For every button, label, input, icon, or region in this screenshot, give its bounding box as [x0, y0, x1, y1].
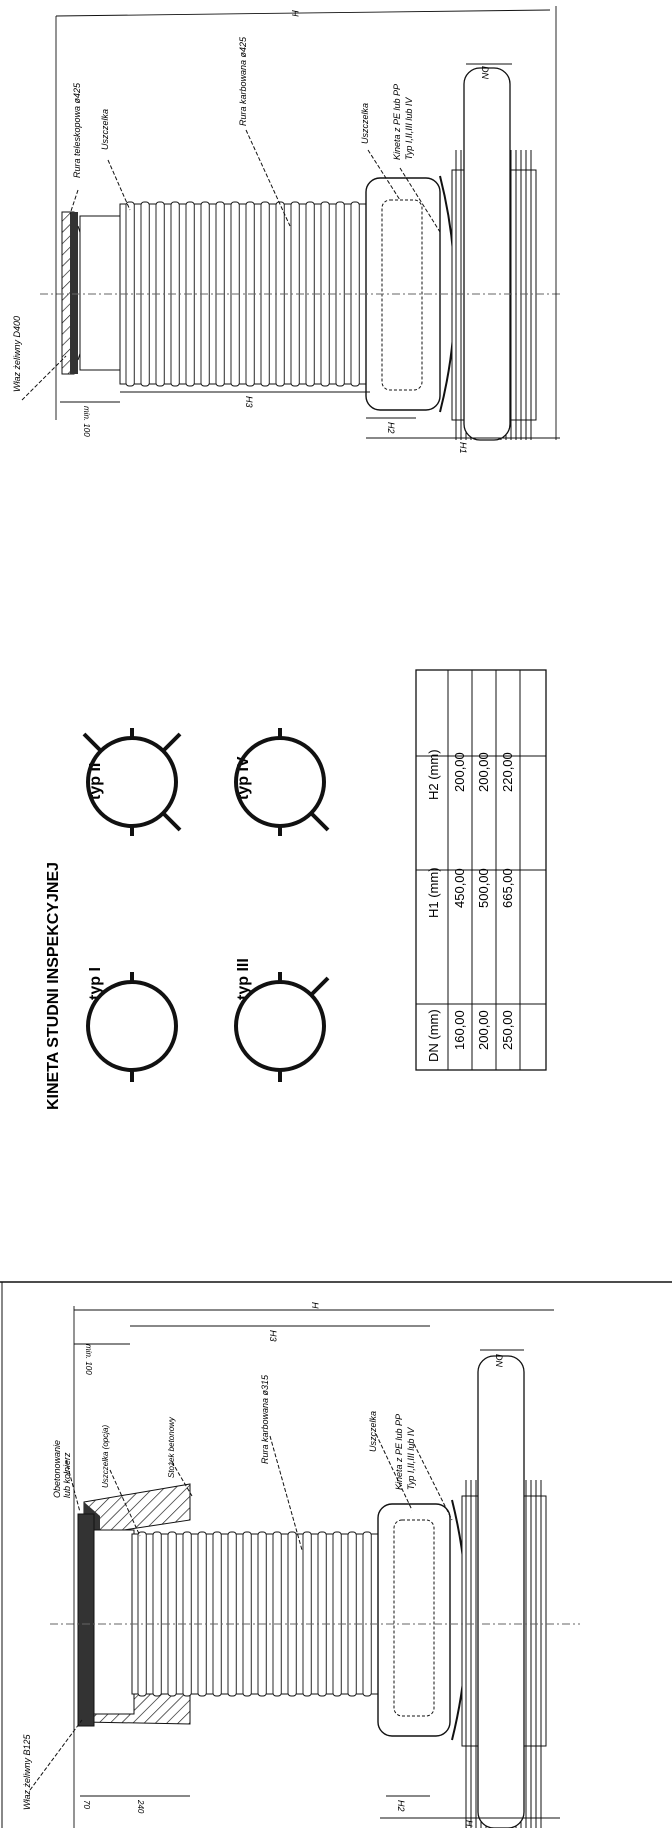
- leader-gasket-opt: [109, 1469, 141, 1537]
- pipe-rib: [362, 1531, 372, 1697]
- label-concrete-1: Obetonowanie: [52, 1440, 62, 1498]
- dim-h-bottom: H: [310, 1302, 320, 1309]
- pipe-rib: [152, 1531, 162, 1697]
- pipe-rib: [167, 1531, 177, 1697]
- table-cell: 200,00: [452, 752, 467, 792]
- dim-h1-top: H1: [458, 442, 468, 454]
- label-gasket-1-top: Uszczelka: [100, 109, 110, 150]
- label-gasket-bottom: Uszczelka: [368, 1411, 378, 1452]
- table-cell: 200,00: [476, 1010, 491, 1050]
- pipe-rib: [302, 1531, 312, 1697]
- kineta-outlet-top: [381, 199, 423, 391]
- kineta-type-2-symbol: [82, 728, 182, 836]
- kineta-type-4-symbol: [234, 728, 330, 836]
- label-concrete-ring: Stożek betonowy: [167, 1416, 176, 1478]
- label-gasket-2-top: Uszczelka: [360, 103, 370, 144]
- pipe-rib: [197, 1531, 207, 1697]
- pipe-end-top: [463, 67, 511, 441]
- leader-kineta-bottom: [413, 1443, 453, 1521]
- table-cell: 250,00: [500, 1010, 515, 1050]
- leader-manhole-top: [21, 355, 67, 401]
- leader-pipe-bottom: [269, 1435, 303, 1551]
- leader-ring: [171, 1461, 193, 1497]
- dimension-table: DN (mm) H1 (mm) H2 (mm) 160,00 450,00 20…: [415, 669, 547, 1071]
- leader-gasket-1-top: [107, 159, 131, 211]
- type-label-1: typ I: [87, 967, 104, 1000]
- table-cell: 450,00: [452, 868, 467, 908]
- kineta-title: KINETA STUDNI INSPEKCYJNEJ: [45, 862, 62, 1110]
- pipe-rib: [287, 1531, 297, 1697]
- type-label-3: typ III: [235, 958, 252, 1000]
- top-section-drawing: Właz żeliwny D400 Rura teleskopowa ø425 …: [12, 6, 560, 454]
- kineta-base-bottom: [377, 1503, 451, 1737]
- dim-dn-bottom: DN: [494, 1354, 504, 1367]
- table-header-h2: H2 (mm): [426, 749, 441, 800]
- pipe-rib: [182, 1531, 192, 1697]
- leader-telescopic: [69, 189, 79, 215]
- pipe-rib: [347, 1531, 357, 1697]
- kineta-type-3-symbol: [234, 972, 330, 1082]
- dim-h3-bottom: H3: [268, 1330, 278, 1342]
- pipe-rib: [212, 1531, 222, 1697]
- pipe-rib: [137, 1531, 147, 1697]
- label-kineta-1-top: Kineta z PE lub PP: [392, 84, 402, 160]
- type-label-2: typ II: [87, 763, 104, 800]
- table-header-h1: H1 (mm): [426, 867, 441, 918]
- label-gasket-optional: Uszczelka (opcja): [101, 1425, 110, 1488]
- pipe-rib: [332, 1531, 342, 1697]
- label-manhole-b125: Właz żeliwny B125: [22, 1733, 32, 1810]
- dim-h-top: H: [290, 10, 300, 17]
- table-cell: 665,00: [500, 868, 515, 908]
- table-cell: 220,00: [500, 752, 515, 792]
- bottom-section-drawing: Właz żeliwny B125 Obetonowanie lub kołni…: [22, 1302, 580, 1832]
- leader-gasket-2-top: [367, 149, 401, 201]
- kineta-type-1-symbol: [86, 972, 178, 1082]
- dim-h1-bottom: H1: [464, 1820, 474, 1828]
- leader-concrete: [65, 1459, 81, 1513]
- dim-min100-bottom: min. 100: [84, 1344, 93, 1375]
- dim-h2-top: H2: [386, 422, 396, 434]
- label-manhole-d400: Właz żeliwny D400: [12, 316, 22, 392]
- label-pipe-425: Rura karbowana ø425: [238, 36, 248, 126]
- pipe-corrugation-bottom: [137, 1531, 372, 1697]
- telescopic-pipe: [79, 215, 123, 371]
- dim-h3-top: H3: [244, 396, 254, 408]
- leader-manhole-bottom: [29, 1719, 83, 1791]
- kineta-outlet-bottom: [393, 1519, 435, 1717]
- dim-line-h-top: [55, 9, 551, 17]
- label-kineta-1-bottom: Kineta z PE lub PP: [394, 1414, 404, 1490]
- table-cell: 160,00: [452, 1010, 467, 1050]
- pipe-rib: [272, 1531, 282, 1697]
- leader-gasket-bottom: [375, 1433, 413, 1511]
- manhole-cover-b125: [77, 1513, 95, 1727]
- leader-kineta-top: [399, 167, 441, 233]
- dim-dn-top: DN: [480, 66, 490, 79]
- label-kineta-2-bottom: Typ I,II,III lub IV: [406, 1427, 416, 1490]
- pipe-rib: [242, 1531, 252, 1697]
- pipe-rib: [257, 1531, 267, 1697]
- kineta-types-section: KINETA STUDNI INSPEKCYJNEJ typ I typ II …: [45, 669, 547, 1110]
- label-concrete-2: lub kołnierz: [62, 1452, 72, 1498]
- dim-h2-bottom: H2: [396, 1800, 406, 1812]
- dim-70: 70: [82, 1800, 91, 1809]
- label-telescopic-pipe: Rura teleskopowa ø425: [72, 82, 82, 178]
- manhole-inner: [93, 1529, 135, 1715]
- table-cell: 200,00: [476, 752, 491, 792]
- label-pipe-315: Rura karbowana ø315: [260, 1374, 270, 1464]
- table-header-dn: DN (mm): [426, 1009, 441, 1062]
- dim-min100-top: min. 100: [82, 406, 91, 437]
- pipe-rib: [227, 1531, 237, 1697]
- pipe-end-bottom: [477, 1355, 525, 1829]
- dim-240: 240: [136, 1799, 145, 1814]
- pipe-rib: [317, 1531, 327, 1697]
- label-kineta-2-top: Typ I,II,III lub IV: [404, 97, 414, 160]
- table-cell: 500,00: [476, 868, 491, 908]
